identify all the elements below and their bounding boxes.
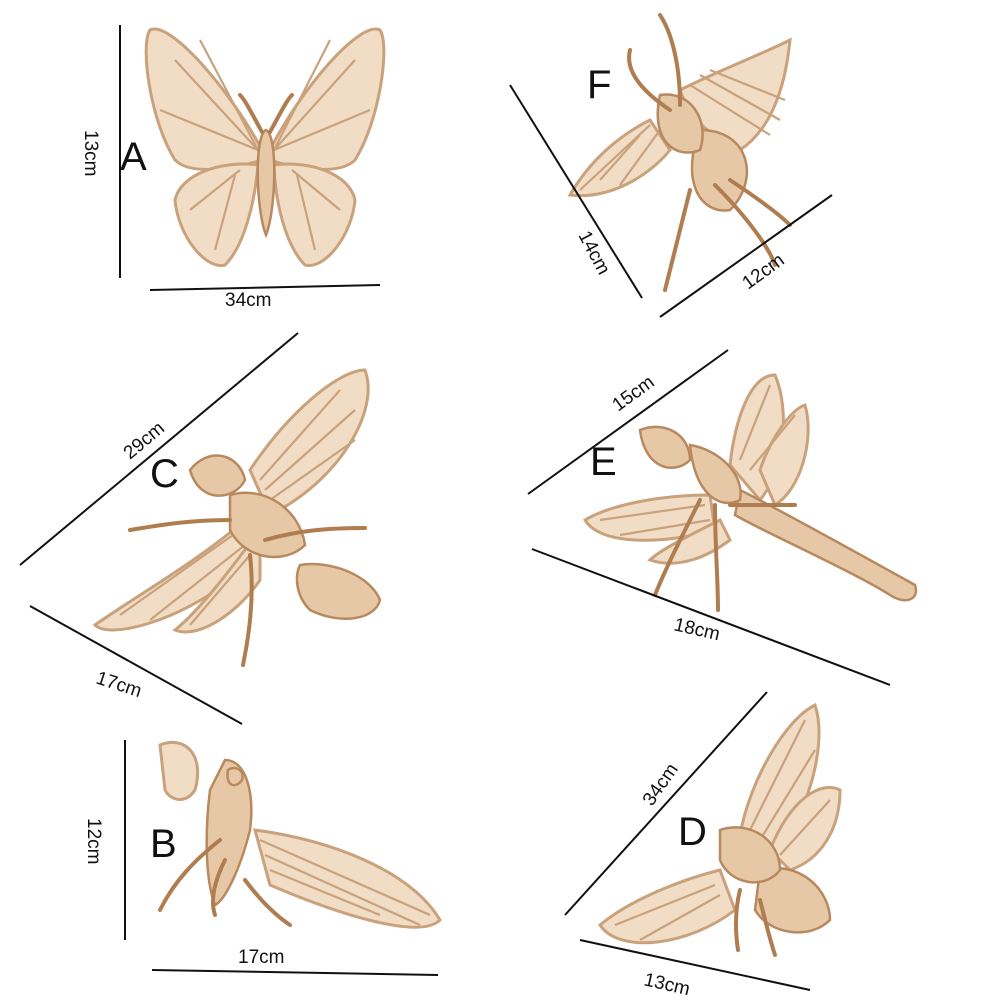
wasp-model [92, 368, 382, 667]
dimension-line-c-bottom [29, 605, 243, 725]
dim-e-top: 15cm [609, 372, 659, 416]
label-e: E [590, 440, 617, 484]
dimension-line-f-right [659, 194, 833, 318]
dimension-line-d-bottom [579, 939, 811, 991]
label-b: B [150, 822, 177, 866]
label-a: A [120, 135, 147, 179]
dim-f-left: 14cm [574, 227, 614, 278]
dimension-line-b-horizontal [151, 969, 439, 976]
dim-a-width: 34cm [225, 290, 271, 311]
dim-a-height: 13cm [80, 130, 101, 176]
cicada-model [598, 702, 842, 957]
beetle-model [567, 13, 792, 292]
mantis-model [158, 740, 442, 929]
dim-b-height: 12cm [83, 818, 104, 864]
label-d: D [678, 810, 707, 854]
dimension-line-d-top [564, 691, 768, 916]
dim-c-bottom: 17cm [93, 668, 144, 702]
dimension-line-a-horizontal [149, 284, 381, 291]
dim-d-bottom: 13cm [642, 969, 692, 1000]
dimension-line-e-top [527, 349, 729, 495]
dimension-line-e-bottom [531, 548, 891, 686]
dragonfly-model [582, 373, 918, 612]
dim-d-top: 34cm [639, 760, 683, 810]
label-f: F [587, 63, 611, 107]
dim-b-width: 17cm [238, 947, 284, 968]
dimension-line-c-top [19, 332, 299, 566]
dimension-line-f-left [509, 84, 643, 299]
butterfly-model [144, 27, 386, 267]
label-c: C [150, 452, 179, 496]
